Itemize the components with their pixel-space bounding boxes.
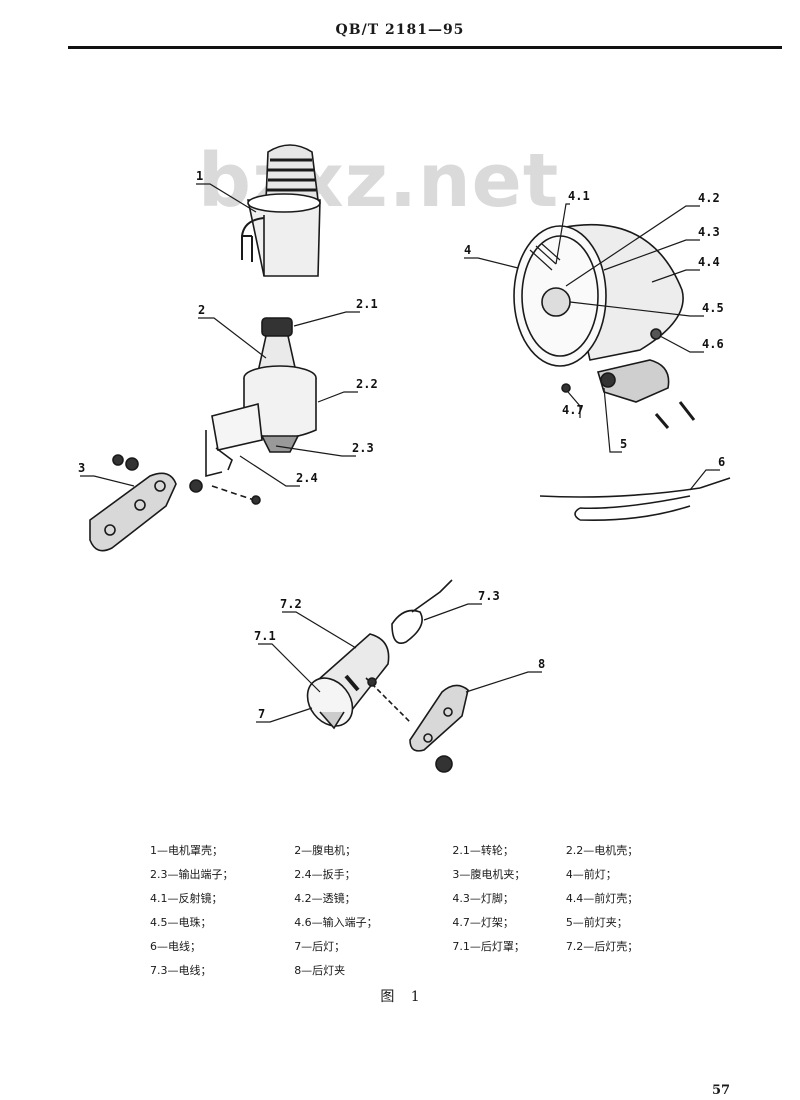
legend-item: 4.7—灯架； <box>452 916 514 929</box>
standard-code-header: QB/T 2181—95 <box>335 22 465 38</box>
part-labels: 1 2 2.1 2.2 2.3 2.4 3 4 4.1 4.2 4.3 4.4 … <box>78 169 725 721</box>
legend-item: 7.2—后灯壳； <box>565 940 639 953</box>
legend-row: 2.3—输出端子； 2.4—扳手； 3—腹电机夹； 4—前灯； <box>150 862 710 886</box>
legend-row: 4.5—电珠； 4.6—输入端子； 4.7—灯架； 5—前灯夹； <box>150 910 710 934</box>
legend-item: 2—腹电机； <box>294 844 357 857</box>
dynamo-clamp-drawing <box>89 454 177 552</box>
legend-item: 4.6—输入端子； <box>294 916 378 929</box>
label-7-3: 7.3 <box>478 589 500 603</box>
label-2-4: 2.4 <box>296 471 318 485</box>
leader-lines <box>80 183 720 723</box>
label-5: 5 <box>620 437 627 451</box>
wire-drawing <box>539 477 731 522</box>
label-2-1: 2.1 <box>356 297 378 311</box>
legend-item: 7—后灯； <box>294 940 346 953</box>
motor-cover-drawing <box>241 144 321 277</box>
legend-item: 4.5—电珠； <box>150 916 212 929</box>
legend-item: 8—后灯夹 <box>294 964 346 977</box>
legend-item: 2.1—转轮； <box>452 844 514 857</box>
label-4-5: 4.5 <box>702 301 724 315</box>
legend-item: 7.3—电线； <box>150 964 212 977</box>
label-2-2: 2.2 <box>356 377 378 391</box>
label-2-3: 2.3 <box>352 441 374 455</box>
label-7: 7 <box>258 707 265 721</box>
legend-item: 4—前灯； <box>565 868 617 881</box>
figure-caption-word: 图 <box>380 989 395 1005</box>
label-6: 6 <box>718 455 725 469</box>
label-3: 3 <box>78 461 85 475</box>
label-4-1: 4.1 <box>568 189 590 203</box>
label-4-6: 4.6 <box>702 337 724 351</box>
legend-item: 4.4—前灯壳； <box>565 892 639 905</box>
legend-item: 2.3—输出端子； <box>150 868 234 881</box>
legend-item: 1—电机罩壳； <box>150 844 223 857</box>
header-rule <box>68 46 782 49</box>
legend-item: 2.4—扳手； <box>294 868 356 881</box>
label-4-3: 4.3 <box>698 225 720 239</box>
legend-item: 5—前灯夹； <box>565 916 628 929</box>
label-7-1: 7.1 <box>254 629 276 643</box>
label-8: 8 <box>538 657 545 671</box>
legend-item: 4.3—灯脚； <box>452 892 514 905</box>
legend-row: 7.3—电线； 8—后灯夹 <box>150 958 710 982</box>
label-4: 4 <box>464 243 471 257</box>
page-number: 57 <box>712 1083 731 1098</box>
legend-item: 6—电线； <box>150 940 201 953</box>
headlamp-drawing <box>513 223 696 429</box>
tail-lamp-clamp-drawing <box>409 684 469 773</box>
label-2: 2 <box>198 303 205 317</box>
label-7-2: 7.2 <box>280 597 302 611</box>
exploded-view-figure: 1 2 2.1 2.2 2.3 2.4 3 4 4.1 4.2 4.3 4.4 … <box>78 144 731 773</box>
legend-item: 4.2—透镜； <box>294 892 356 905</box>
legend-item: 7.1—后灯罩； <box>452 940 525 953</box>
label-4-7: 4.7 <box>562 403 584 417</box>
legend-row: 1—电机罩壳； 2—腹电机； 2.1—转轮； 2.2—电机壳； <box>150 838 710 862</box>
label-4-2: 4.2 <box>698 191 720 205</box>
legend-row: 4.1—反射镜； 4.2—透镜； 4.3—灯脚； 4.4—前灯壳； <box>150 886 710 910</box>
parts-legend: 1—电机罩壳； 2—腹电机； 2.1—转轮； 2.2—电机壳； 2.3—输出端子… <box>150 838 710 982</box>
figure-caption: 图 1 <box>0 986 800 1006</box>
dynamo-drawing <box>189 317 317 505</box>
legend-item: 3—腹电机夹； <box>452 868 526 881</box>
figure-caption-number: 1 <box>410 989 420 1005</box>
label-1: 1 <box>196 169 203 183</box>
legend-row: 6—电线； 7—后灯； 7.1—后灯罩； 7.2—后灯壳； <box>150 934 710 958</box>
label-4-4: 4.4 <box>698 255 720 269</box>
legend-item: 4.1—反射镜； <box>150 892 223 905</box>
legend-item: 2.2—电机壳； <box>565 844 639 857</box>
